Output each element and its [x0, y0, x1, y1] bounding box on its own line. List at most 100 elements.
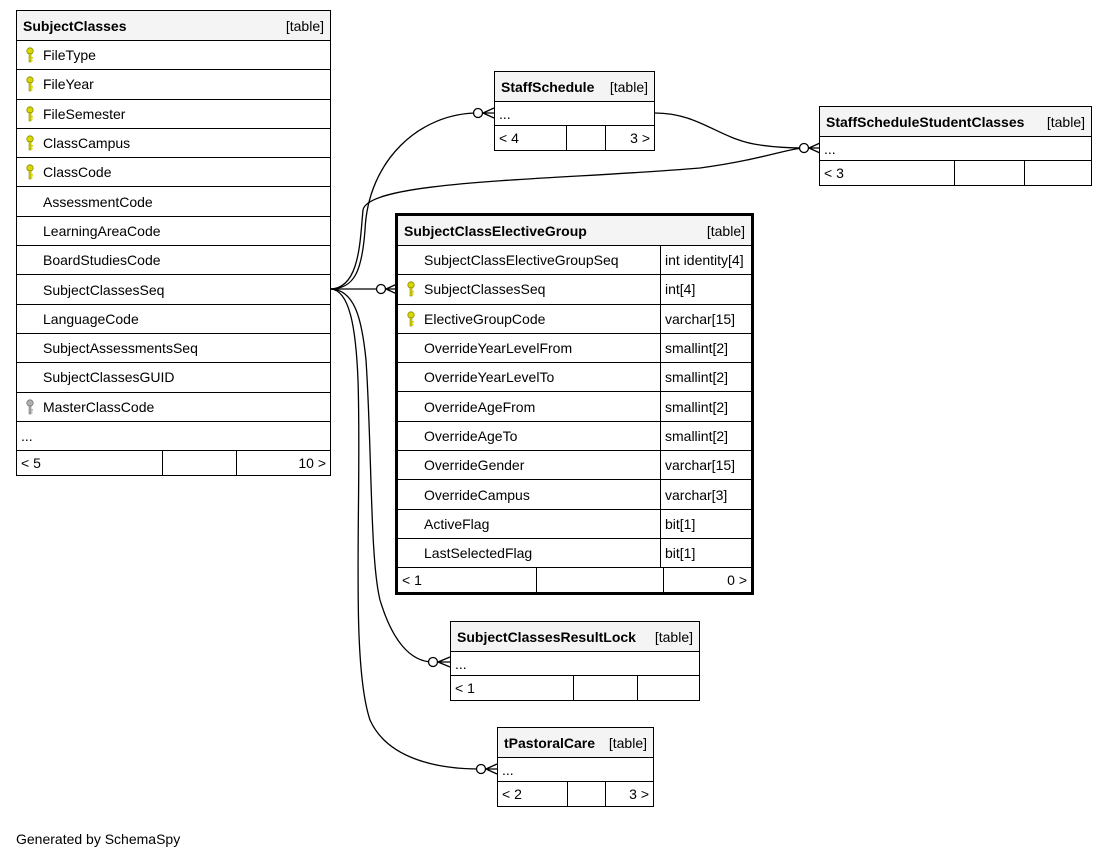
- column-name: SubjectClassesSeq: [424, 281, 546, 298]
- column-type: varchar[15]: [660, 304, 751, 333]
- more-columns[interactable]: ...: [17, 422, 330, 451]
- table-footer: < 3: [820, 161, 1091, 185]
- footer-middle: [567, 782, 605, 806]
- column-type: varchar[15]: [660, 451, 751, 480]
- table-footer: < 2 3 >: [498, 782, 653, 806]
- column-name: FileYear: [43, 76, 94, 93]
- column-name: LanguageCode: [43, 310, 139, 327]
- parent-count[interactable]: < 3: [824, 165, 844, 181]
- child-count[interactable]: [637, 676, 699, 700]
- column-name: FileSemester: [43, 105, 126, 122]
- parent-count[interactable]: < 1: [455, 680, 475, 696]
- column-type: smallint[2]: [660, 392, 751, 421]
- footer-middle: [566, 126, 605, 150]
- primary-key-icon: [398, 281, 424, 297]
- edge-staff-schedule-student-classes-b: [654, 112, 805, 149]
- parent-count[interactable]: < 5: [21, 454, 41, 471]
- column-row[interactable]: FileYear: [17, 70, 330, 100]
- table-kind: [table]: [609, 78, 648, 95]
- more-columns[interactable]: ...: [495, 102, 654, 126]
- column-row[interactable]: ClassCode: [17, 158, 330, 188]
- column-name: OverrideGender: [424, 457, 525, 474]
- table-name: SubjectClassesResultLock: [457, 628, 636, 645]
- column-row[interactable]: SubjectClassesGUID: [17, 363, 330, 393]
- column-name: ClassCode: [43, 164, 112, 181]
- column-row[interactable]: MasterClassCode: [17, 393, 330, 422]
- generator-credit: Generated by SchemaSpy: [16, 831, 181, 847]
- column-row[interactable]: SubjectClassesSeq: [17, 275, 330, 305]
- column-row[interactable]: LanguageCode: [17, 305, 330, 334]
- column-name: OverrideCampus: [424, 486, 530, 503]
- column-row[interactable]: BoardStudiesCode: [17, 246, 330, 276]
- column-name: AssessmentCode: [43, 193, 153, 210]
- column-type: int identity[4]: [660, 246, 751, 275]
- column-name: SubjectAssessmentsSeq: [43, 340, 198, 357]
- more-columns[interactable]: ...: [820, 137, 1091, 161]
- column-type: bit[1]: [660, 509, 751, 538]
- primary-key-icon: [17, 164, 43, 180]
- table-kind: [table]: [608, 734, 647, 751]
- footer-middle: [573, 676, 637, 700]
- child-count[interactable]: 10 >: [236, 450, 330, 475]
- parent-count[interactable]: < 4: [499, 130, 519, 146]
- column-row[interactable]: FileSemester: [17, 100, 330, 129]
- column-name: LastSelectedFlag: [424, 545, 533, 562]
- table-subject-class-elective-group[interactable]: SubjectClassElectiveGroup [table] Subjec…: [395, 213, 754, 596]
- child-count[interactable]: 3 >: [605, 126, 654, 150]
- table-footer: < 4 3 >: [495, 126, 654, 150]
- column-type: bit[1]: [660, 538, 751, 568]
- column-type: smallint[2]: [660, 421, 751, 451]
- table-header: StaffSchedule [table]: [495, 72, 654, 102]
- column-name: ClassCampus: [43, 135, 131, 152]
- column-row[interactable]: ElectiveGroupCode varchar[15]: [398, 304, 751, 334]
- primary-key-icon: [17, 76, 43, 92]
- column-row[interactable]: LearningAreaCode: [17, 217, 330, 247]
- column-type: smallint[2]: [660, 363, 751, 392]
- footer-middle: [536, 568, 663, 593]
- more-columns[interactable]: ...: [451, 652, 699, 676]
- child-count[interactable]: 0 >: [663, 568, 751, 593]
- table-header: SubjectClasses [table]: [17, 11, 330, 41]
- parent-count[interactable]: < 1: [402, 572, 422, 589]
- column-row[interactable]: FileType: [17, 41, 330, 71]
- table-kind: [table]: [1046, 113, 1085, 130]
- primary-key-icon: [398, 311, 424, 327]
- table-name: StaffScheduleStudentClasses: [826, 113, 1025, 130]
- column-name: SubjectClassesSeq: [43, 281, 165, 298]
- table-footer: < 5 10 >: [17, 450, 330, 475]
- table-t-pastoral-care[interactable]: tPastoralCare [table] ... < 2 3 >: [497, 727, 654, 807]
- table-header: StaffScheduleStudentClasses [table]: [820, 107, 1091, 137]
- more-columns[interactable]: ...: [498, 758, 653, 782]
- table-name: tPastoralCare: [504, 734, 596, 751]
- table-staff-schedule-student-classes[interactable]: StaffScheduleStudentClasses [table] ... …: [819, 106, 1092, 186]
- column-row[interactable]: LastSelectedFlag bit[1]: [398, 538, 751, 569]
- index-key-icon: [17, 399, 43, 415]
- column-type: int[4]: [660, 275, 751, 304]
- column-row[interactable]: SubjectAssessmentsSeq: [17, 334, 330, 364]
- table-staff-schedule[interactable]: StaffSchedule [table] ... < 4 3 >: [494, 71, 655, 151]
- column-row[interactable]: AssessmentCode: [17, 187, 330, 217]
- column-name: OverrideYearLevelFrom: [424, 340, 573, 357]
- child-count[interactable]: 3 >: [605, 782, 653, 806]
- column-row[interactable]: OverrideAgeFrom smallint[2]: [398, 392, 751, 422]
- column-name: OverrideAgeFrom: [424, 398, 536, 415]
- table-name: StaffSchedule: [501, 78, 595, 95]
- table-subject-classes-result-lock[interactable]: SubjectClassesResultLock [table] ... < 1: [450, 621, 700, 701]
- column-row[interactable]: ClassCampus: [17, 129, 330, 159]
- column-row[interactable]: OverrideGender varchar[15]: [398, 451, 751, 481]
- footer-middle: [162, 450, 236, 475]
- column-row[interactable]: SubjectClassesSeq int[4]: [398, 275, 751, 305]
- child-count[interactable]: [1024, 161, 1091, 185]
- parent-count[interactable]: < 2: [502, 786, 522, 802]
- column-row[interactable]: OverrideYearLevelFrom smallint[2]: [398, 333, 751, 364]
- column-name: ElectiveGroupCode: [424, 310, 546, 327]
- table-kind: [table]: [706, 222, 745, 239]
- table-kind: [table]: [285, 17, 324, 34]
- column-type: smallint[2]: [660, 333, 751, 363]
